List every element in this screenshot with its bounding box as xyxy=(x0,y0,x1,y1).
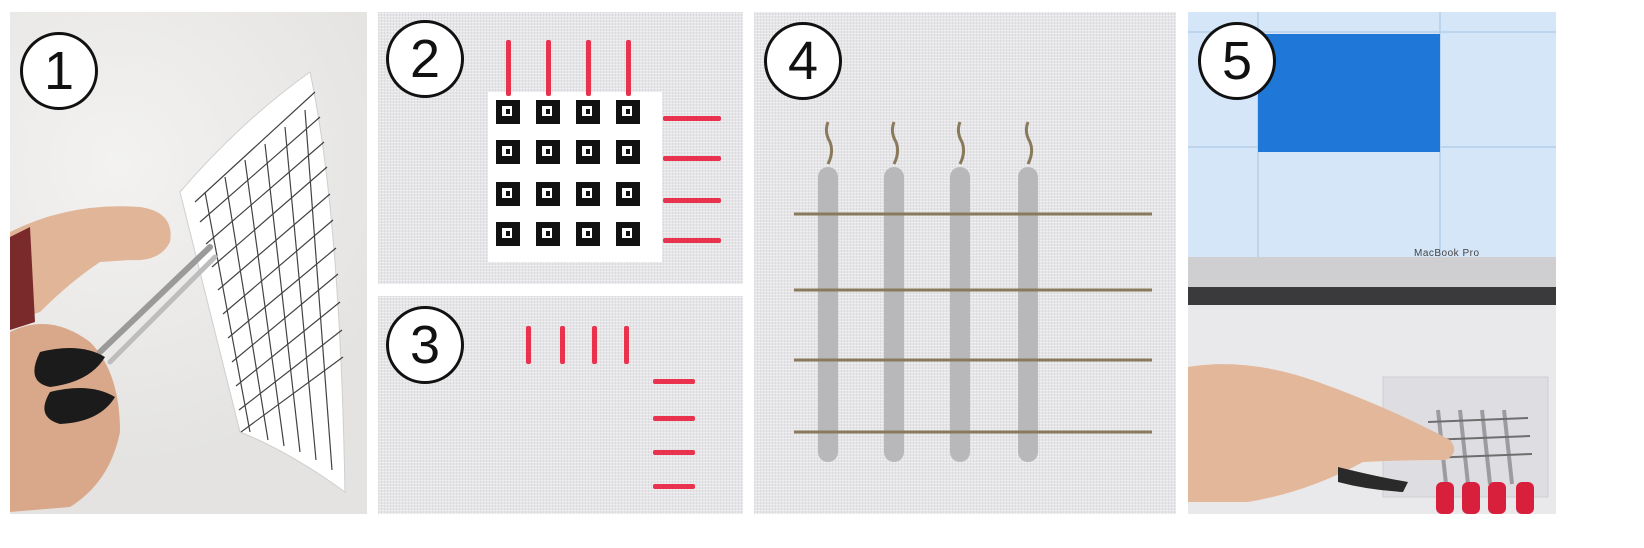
thread-tail xyxy=(956,121,966,165)
hand-icon xyxy=(1188,364,1455,502)
red-thread-horizontal xyxy=(653,450,695,455)
step-badge-2: 2 xyxy=(386,20,464,98)
aruco-marker-bit xyxy=(586,231,590,236)
gray-electrode-column xyxy=(950,167,970,462)
panel-3-red-threads: 3 xyxy=(378,296,743,514)
scissors-icon xyxy=(34,244,218,424)
red-thread-horizontal xyxy=(663,156,721,161)
step-badge-1: 1 xyxy=(20,32,98,110)
step-badge-5: 5 xyxy=(1198,22,1276,100)
red-thread-horizontal xyxy=(663,198,721,203)
panel-5-illustration xyxy=(1188,12,1556,514)
panel-2-illustration xyxy=(488,40,721,262)
aruco-marker-bit xyxy=(546,149,550,154)
red-thread-vertical xyxy=(560,326,565,364)
panel-1-cutting-sheet: 1 xyxy=(10,12,367,514)
panel-5-touch-demo: MacBook Pro 5 xyxy=(1188,12,1556,514)
panel-3-illustration xyxy=(526,326,695,489)
red-thread-vertical xyxy=(546,40,551,96)
aruco-marker-bit xyxy=(546,191,550,196)
red-thread-horizontal xyxy=(663,116,721,121)
step-badge-4: 4 xyxy=(764,22,842,100)
aruco-marker-bit xyxy=(506,191,510,196)
aruco-marker-bit xyxy=(586,109,590,114)
aruco-marker-bit xyxy=(626,149,630,154)
aruco-marker-bit xyxy=(586,191,590,196)
red-thread-horizontal xyxy=(663,238,721,243)
aruco-marker-bit xyxy=(626,109,630,114)
thread-tail xyxy=(1024,121,1034,165)
red-thread-horizontal xyxy=(653,416,695,421)
thread-tail xyxy=(890,121,900,165)
panel-2-marker-sheet: 2 xyxy=(378,12,743,284)
aruco-marker-bit xyxy=(586,149,590,154)
gray-electrode-column xyxy=(818,167,838,462)
gray-electrode-column xyxy=(884,167,904,462)
aruco-marker-bit xyxy=(626,191,630,196)
red-thread-vertical xyxy=(586,40,591,96)
red-thread-vertical xyxy=(592,326,597,364)
aruco-marker-bit xyxy=(546,231,550,236)
aruco-marker-bit xyxy=(546,109,550,114)
aruco-marker-bit xyxy=(506,109,510,114)
thread-tail xyxy=(824,121,834,165)
laptop-brand-label: MacBook Pro xyxy=(1414,248,1480,259)
aruco-marker-bit xyxy=(626,231,630,236)
highlighted-cell xyxy=(1258,34,1440,152)
marker-grid-icon xyxy=(194,91,344,471)
red-thread-vertical xyxy=(506,40,511,96)
red-thread-vertical xyxy=(526,326,531,364)
gray-electrode-column xyxy=(1018,167,1038,462)
red-thread-vertical xyxy=(626,40,631,96)
red-thread-vertical xyxy=(624,326,629,364)
hand-icon xyxy=(10,206,171,322)
aruco-marker-bit xyxy=(506,149,510,154)
step-badge-3: 3 xyxy=(386,306,464,384)
panel-4-illustration xyxy=(794,121,1152,462)
marker-sheet xyxy=(179,71,346,493)
panel-1-illustration xyxy=(10,71,346,512)
panel-4-embroidered-grid: 4 xyxy=(754,12,1176,514)
red-thread-horizontal xyxy=(653,379,695,384)
aruco-marker-bit xyxy=(506,231,510,236)
red-thread-horizontal xyxy=(653,484,695,489)
